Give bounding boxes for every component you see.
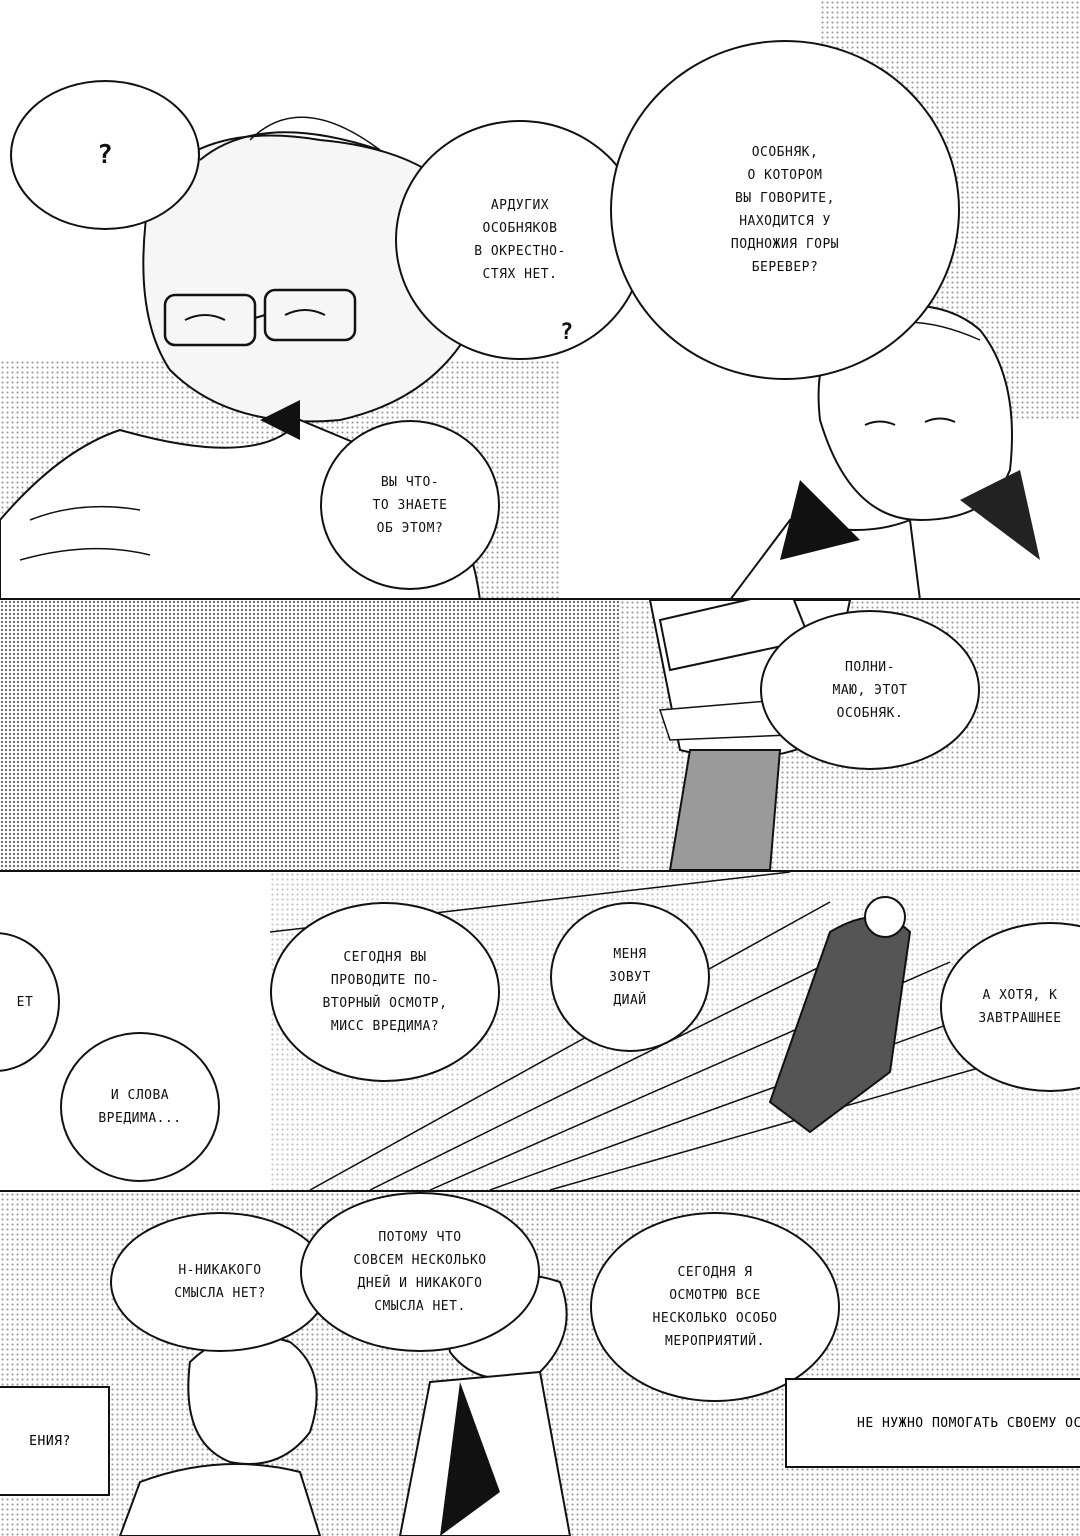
dialogue-text: ЕТ	[16, 994, 34, 1010]
speech-bubble-left: АРДУГИХ ОСОБНЯКОВ В ОКРЕСТНО- СТЯХ НЕТ.	[395, 120, 645, 360]
caption-text: НЕ НУЖНО ПОМОГАТЬ СВОЕМУ ОСОБ	[857, 1415, 1080, 1431]
speech-bubble-c: СЕГОДНЯ Я ОСМОТРЮ ВСЕ НЕСКОЛЬКО ОСОБО МЕ…	[590, 1212, 840, 1402]
dialogue-text: МЕНЯ ЗОВУТ ДИАЙ	[609, 946, 651, 1008]
speech-bubble-b: ПОТОМУ ЧТО СОВСЕМ НЕСКОЛЬКО ДНЕЙ И НИКАК…	[300, 1192, 540, 1352]
sfx-question: ?	[97, 140, 113, 170]
speech-bubble-a: Н-НИКАКОГО СМЫСЛА НЕТ?	[110, 1212, 330, 1352]
dialogue-text: ПОЛНИ- МАЮ, ЭТОТ ОСОБНЯК.	[832, 659, 908, 721]
dialogue-text: АРДУГИХ ОСОБНЯКОВ В ОКРЕСТНО- СТЯХ НЕТ.	[474, 198, 566, 282]
speech-bubble-name: МЕНЯ ЗОВУТ ДИАЙ	[550, 902, 710, 1052]
caption-box-right: НЕ НУЖНО ПОМОГАТЬ СВОЕМУ ОСОБ	[785, 1378, 1080, 1468]
dialogue-text: СЕГОДНЯ ВЫ ПРОВОДИТЕ ПО- ВТОРНЫЙ ОСМОТР,…	[322, 950, 448, 1034]
speech-bubble-question: СЕГОДНЯ ВЫ ПРОВОДИТЕ ПО- ВТОРНЫЙ ОСМОТР,…	[270, 902, 500, 1082]
dialogue-text: СЕГОДНЯ Я ОСМОТРЮ ВСЕ НЕСКОЛЬКО ОСОБО МЕ…	[652, 1265, 778, 1349]
sfx-question-2: ?	[560, 320, 574, 345]
panel-1: ? АРДУГИХ ОСОБНЯКОВ В ОКРЕСТНО- СТЯХ НЕТ…	[0, 0, 1080, 600]
speech-bubble-left-edge: ЕТ	[0, 932, 60, 1072]
panel-2: ПОЛНИ- МАЮ, ЭТОТ ОСОБНЯК.	[0, 598, 1080, 872]
dialogue-text: ПОТОМУ ЧТО СОВСЕМ НЕСКОЛЬКО ДНЕЙ И НИКАК…	[353, 1230, 487, 1314]
dialogue-text: ОСОБНЯК, О КОТОРОМ ВЫ ГОВОРИТЕ, НАХОДИТС…	[730, 145, 840, 275]
speech-bubble-exclaim: ?	[10, 80, 200, 230]
caption-text: ЕНИЯ?	[29, 1433, 71, 1449]
dialogue-text: А ХОТЯ, К ЗАВТРАШНЕЕ	[978, 988, 1062, 1026]
panel-4: Н-НИКАКОГО СМЫСЛА НЕТ? ПОТОМУ ЧТО СОВСЕМ…	[0, 1192, 1080, 1536]
dialogue-text: ВЫ ЧТО- ТО ЗНАЕТЕ ОБ ЭТОМ?	[372, 474, 448, 536]
speech-bubble-right: ОСОБНЯК, О КОТОРОМ ВЫ ГОВОРИТЕ, НАХОДИТС…	[610, 40, 960, 380]
staircase	[270, 872, 1071, 1190]
dialogue-text: Н-НИКАКОГО СМЫСЛА НЕТ?	[174, 1263, 266, 1301]
panel-3: СЕГОДНЯ ВЫ ПРОВОДИТЕ ПО- ВТОРНЫЙ ОСМОТР,…	[0, 870, 1080, 1192]
dialogue-text: И СЛОВА ВРЕДИМА...	[98, 1088, 182, 1126]
young-woman-figure	[728, 304, 1040, 600]
screentone-floor	[0, 600, 620, 870]
caption-box-left: ЕНИЯ?	[0, 1386, 110, 1496]
speech-bubble-left: И СЛОВА ВРЕДИМА...	[60, 1032, 220, 1182]
speech-bubble: ПОЛНИ- МАЮ, ЭТОТ ОСОБНЯК.	[760, 610, 980, 770]
speech-bubble-bottom: ВЫ ЧТО- ТО ЗНАЕТЕ ОБ ЭТОМ?	[320, 420, 500, 590]
two-characters	[118, 1273, 572, 1536]
